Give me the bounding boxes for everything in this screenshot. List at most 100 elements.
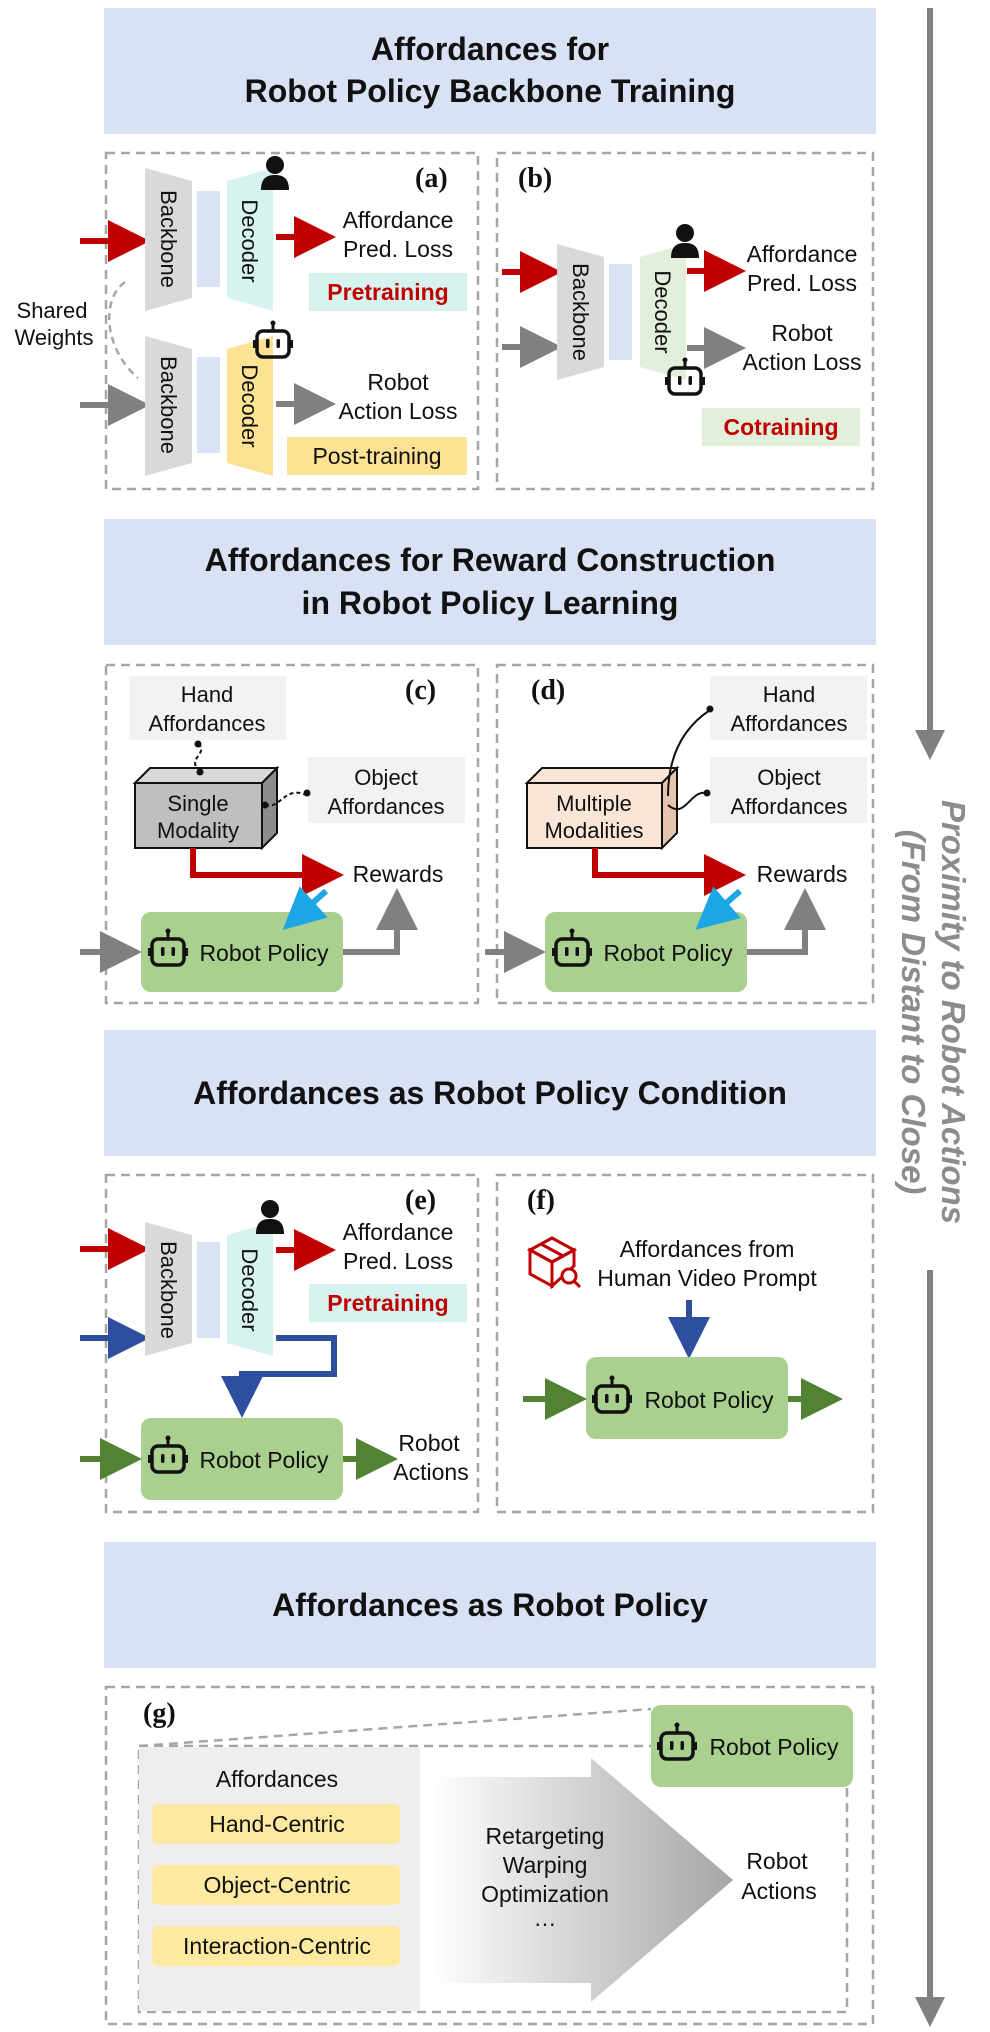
robot-policy-label: Robot Policy [644, 1387, 774, 1413]
feature-bar [197, 1242, 220, 1338]
post-training-tag [287, 437, 467, 475]
panel-f: (f) Affordances from Human Video Prompt … [495, 1173, 875, 1514]
feature-bar [609, 264, 632, 360]
feature-bar-2 [197, 357, 220, 453]
shared-weights-line2: Weights [14, 325, 93, 350]
robot-policy-label: Robot Policy [709, 1734, 839, 1760]
panel-label-c: (c) [405, 675, 436, 706]
section-policy: Affordances as Robot Policy (g) Robot Po… [104, 1542, 876, 2026]
action-loss-line2: Action Loss [339, 398, 458, 424]
section-policy-condition: Affordances as Robot Policy Condition (e… [80, 1030, 876, 1514]
decoder-label: Decoder [650, 270, 675, 353]
section-title-2-line2: in Robot Policy Learning [302, 585, 679, 621]
section-reward-construction: Affordances for Reward Construction in R… [80, 519, 876, 1005]
panel-e: (e) Backbone Decoder Affordance Pred. Lo… [80, 1173, 480, 1514]
panel-label-e: (e) [405, 1185, 436, 1216]
panel-a: (a) Shared Weights Backbone Decoder Affo… [14, 151, 480, 491]
cotraining-tag [702, 408, 860, 446]
single-modality-line1: Single [167, 791, 228, 816]
decoder-label-2: Decoder [237, 364, 262, 447]
robot-policy-box [545, 912, 747, 992]
backbone-label: Backbone [568, 263, 593, 361]
aff-loss-line1: Affordance [747, 241, 858, 267]
decoder-label: Decoder [237, 199, 262, 282]
pretraining-tag [309, 273, 467, 311]
arrow-to-rewards [190, 848, 344, 896]
backbone-block [145, 168, 192, 311]
robot-policy-label: Robot Policy [199, 940, 329, 966]
section-title-1-line2: Robot Policy Backbone Training [245, 73, 736, 109]
shared-weights-line1: Shared [17, 298, 88, 323]
robot-policy-box [141, 912, 343, 992]
hand-aff-line2: Affordances [148, 711, 265, 736]
backbone-block [557, 244, 604, 380]
method-optimization: Optimization [481, 1881, 609, 1907]
multiple-modalities-line1: Multiple [556, 791, 632, 816]
rewards-feedback-arrow [695, 886, 742, 930]
backbone-block [145, 1222, 192, 1356]
section-header-1 [104, 8, 876, 134]
arrow-to-rewards [592, 848, 746, 896]
decoder-block-cyan [227, 168, 273, 311]
affordances-title: Affordances [216, 1766, 338, 1792]
backbone-label-2: Backbone [156, 356, 181, 454]
section-title-3: Affordances as Robot Policy Condition [193, 1075, 787, 1111]
policy-to-rewards-arrow [343, 888, 418, 955]
action-loss-line1: Robot [771, 320, 833, 346]
backbone-label: Backbone [156, 1241, 181, 1339]
backbone-label: Backbone [156, 190, 181, 288]
aff-loss-line1: Affordance [343, 207, 454, 233]
object-centric-label: Object-Centric [204, 1872, 351, 1898]
cotraining-label: Cotraining [724, 414, 839, 440]
rewards-label: Rewards [757, 861, 848, 887]
section-title-1-line1: Affordances for [371, 31, 609, 67]
robot-actions-line1: Robot [398, 1430, 460, 1456]
hand-affordances-box [129, 676, 286, 740]
aff-loss-line1: Affordance [343, 1219, 454, 1245]
robot-actions-line2: Actions [393, 1459, 468, 1485]
rewards-label: Rewards [353, 861, 444, 887]
policy-to-rewards-arrow [747, 888, 826, 955]
action-loss-line2: Action Loss [743, 349, 862, 375]
robot-actions-line2: Actions [741, 1878, 816, 1904]
single-modality-line2: Modality [157, 818, 239, 843]
panel-g: (g) Robot Policy Affordances Hand-Centri… [104, 1685, 875, 2026]
robot-policy-box [651, 1705, 853, 1787]
pretraining-label: Pretraining [327, 1290, 448, 1316]
robot-policy-box [586, 1357, 788, 1439]
hand-centric-item [152, 1804, 400, 1844]
single-modality-box [134, 782, 263, 849]
pretraining-label: Pretraining [327, 279, 448, 305]
multiple-modalities-line2: Modalities [544, 818, 643, 843]
method-retargeting: Retargeting [486, 1823, 605, 1849]
aff-loss-line2: Pred. Loss [343, 1248, 453, 1274]
conversion-arrow [430, 1758, 733, 2002]
hand-aff-line1: Hand [181, 682, 234, 707]
person-icon [256, 1200, 284, 1234]
aff-loss-line2: Pred. Loss [343, 236, 453, 262]
panel-d: (d) Hand Affordances Object Affordances … [485, 663, 875, 1005]
hand-aff-line2: Affordances [730, 711, 847, 736]
decoder-block-yellow [227, 336, 273, 476]
axis-title-line2: (From Distant to Close) [895, 830, 932, 1195]
panel-label-f: (f) [527, 1185, 555, 1216]
robot-policy-box [141, 1418, 343, 1500]
section-header-4 [104, 1542, 876, 1668]
axis-title-line1: Proximity to Robot Actions [935, 800, 972, 1224]
method-etc: … [534, 1905, 557, 1931]
hand-aff-line1: Hand [763, 682, 816, 707]
section-header-2 [104, 519, 876, 645]
action-loss-line1: Robot [367, 369, 429, 395]
rewards-feedback-arrow [282, 886, 329, 931]
person-icon [671, 224, 699, 258]
decoder-block-green [640, 244, 686, 380]
post-training-label: Post-training [312, 443, 441, 469]
object-centric-item [152, 1865, 400, 1905]
object-aff-line2: Affordances [327, 794, 444, 819]
panel-c: (c) Hand Affordances Object Affordances … [80, 663, 480, 1005]
object-aff-line1: Object [757, 765, 821, 790]
panel-label-b: (b) [518, 163, 552, 194]
object-aff-line2: Affordances [730, 794, 847, 819]
section-title-2-line1: Affordances for Reward Construction [205, 542, 776, 578]
